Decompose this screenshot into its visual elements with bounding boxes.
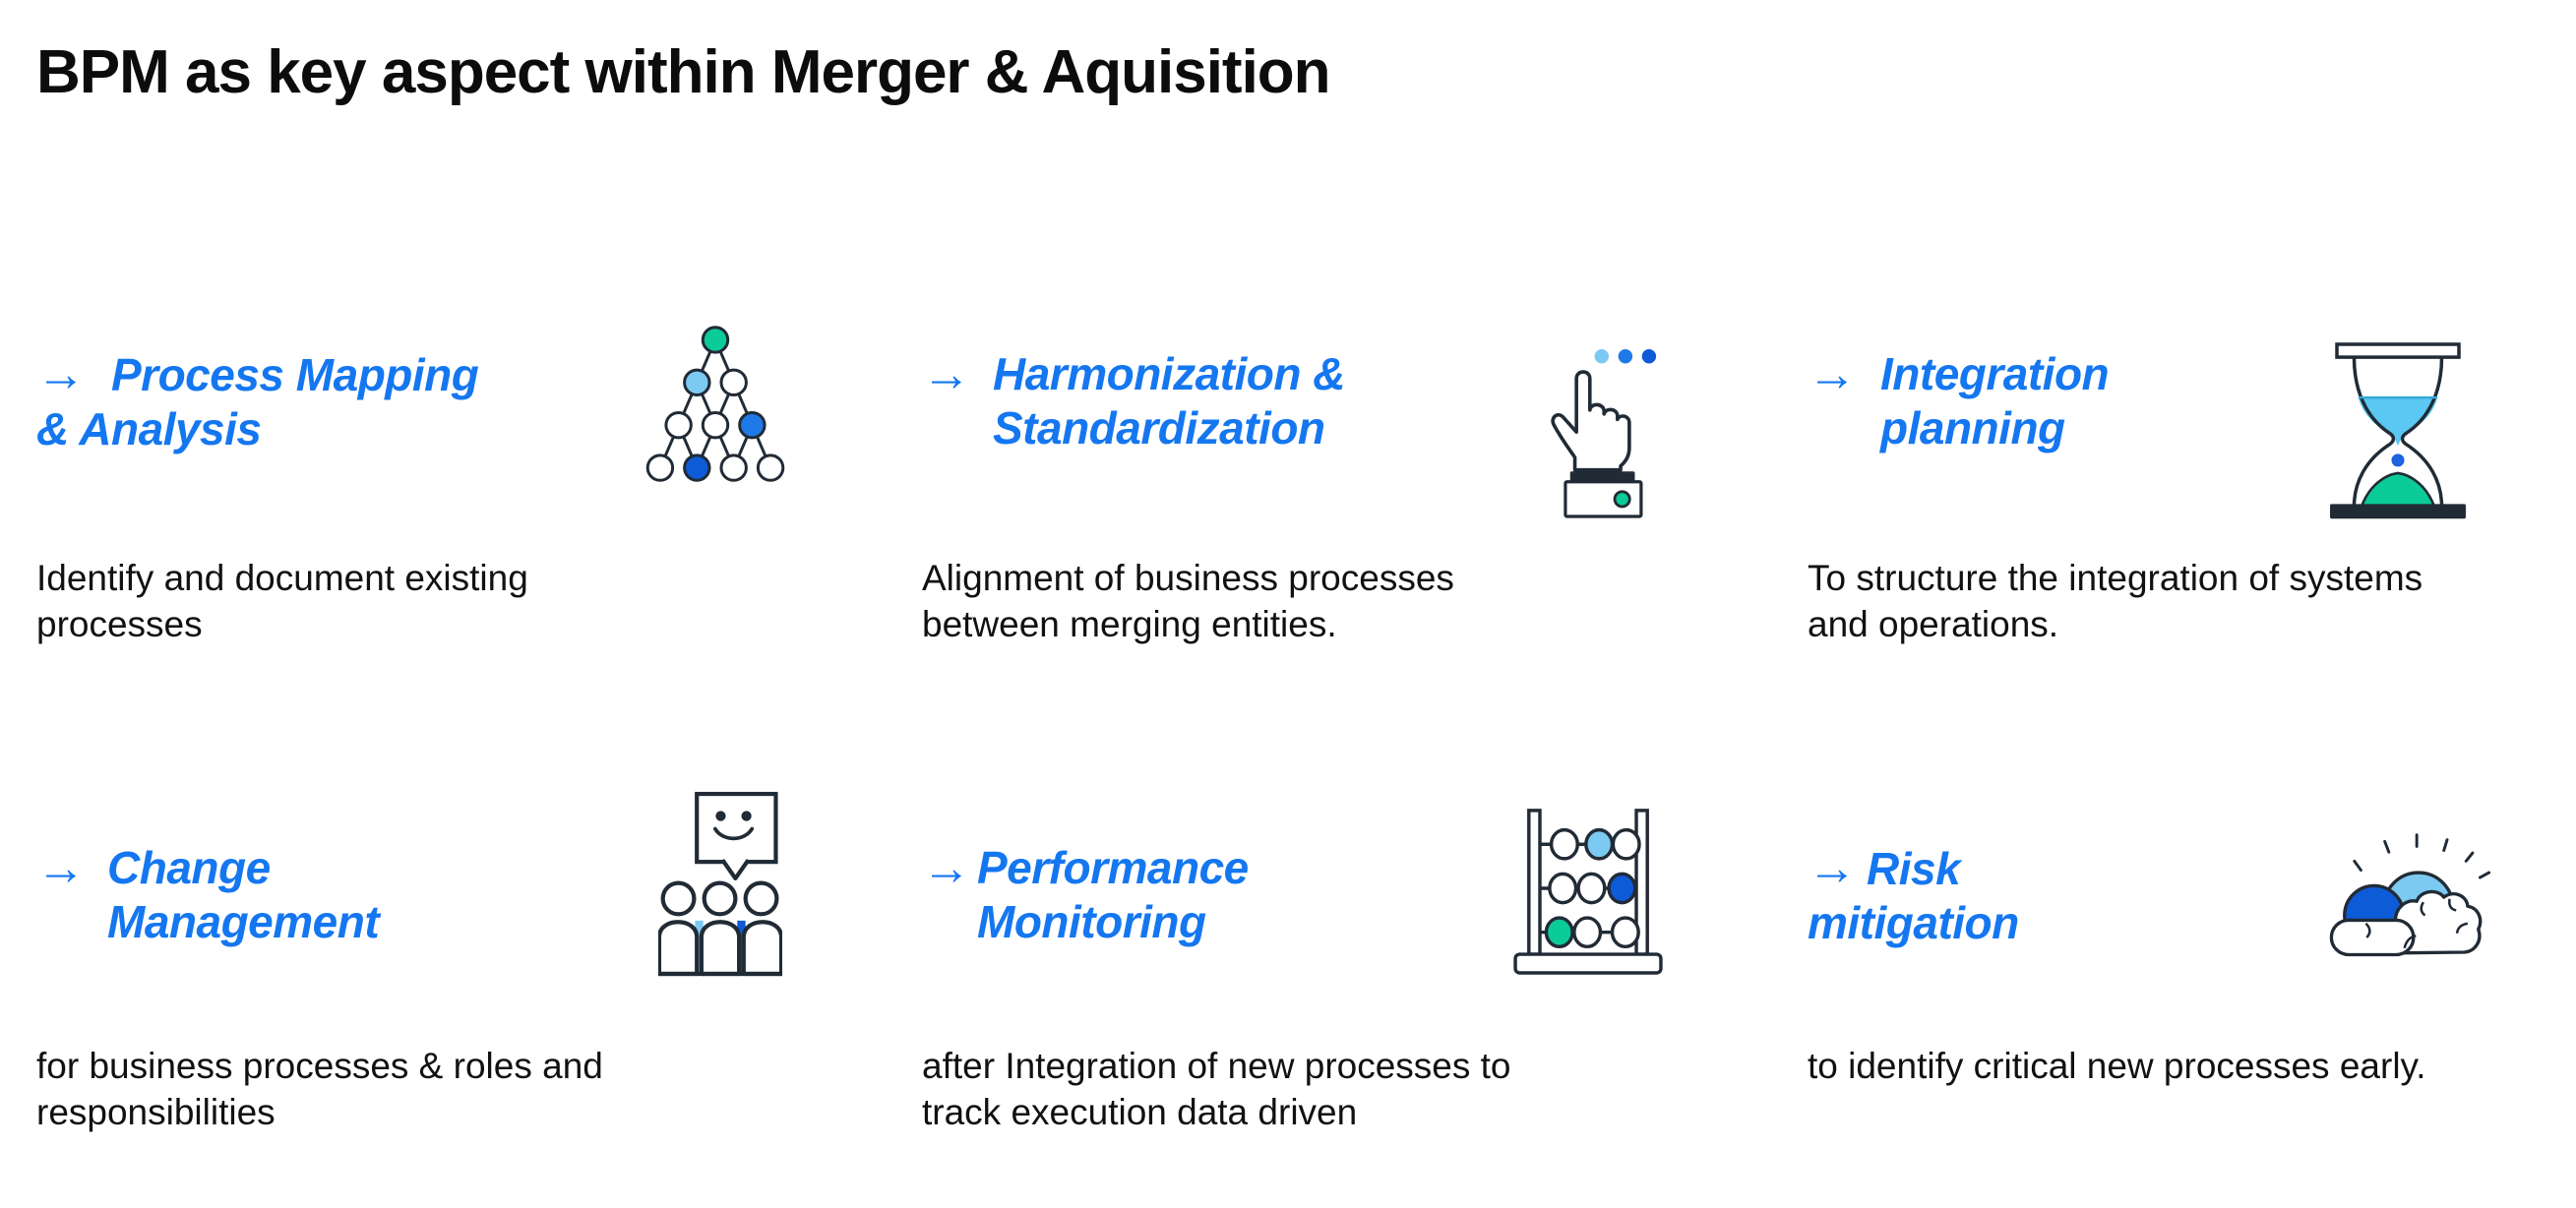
feature-description: Alignment of business processes between … <box>922 558 1454 645</box>
abacus-icon <box>1503 804 1673 984</box>
feature-description: To structure the integration of systems … <box>1808 558 2423 645</box>
feature-description: to identify critical new processes early… <box>1808 1046 2426 1087</box>
feature-heading-block: → Integration planning <box>1808 322 2340 454</box>
feature-heading-block: →Process Mapping & Analysis <box>36 322 715 455</box>
feature-description: for business processes & roles and respo… <box>36 1046 603 1133</box>
feature-description: after Integration of new processes to tr… <box>922 1046 1511 1133</box>
feature-heading-block: →Performance Monitoring <box>922 786 1601 948</box>
feature-header-row-2: → Change Management <box>36 786 2546 983</box>
pointing-hand-icon <box>1529 337 1673 525</box>
cloud-sun-icon <box>2326 823 2499 962</box>
feature-process-mapping: →Process Mapping & Analysis <box>36 322 922 514</box>
arrow-icon: → <box>36 346 86 402</box>
feature-heading: Performance Monitoring <box>977 842 1249 947</box>
feature-harmonization: → Harmonization & Standardization <box>922 322 1808 518</box>
feature-heading-block: → Change Management <box>36 786 715 948</box>
arrow-icon: → <box>922 840 971 896</box>
feature-performance-monitoring: →Performance Monitoring <box>922 786 1808 983</box>
arrow-icon: → <box>1808 840 1857 896</box>
feature-description-row-1: Identify and document existing processes… <box>36 556 2546 648</box>
feature-heading: Process Mapping & Analysis <box>36 349 479 454</box>
feature-heading: Change Management <box>107 842 380 947</box>
arrow-icon: → <box>1808 346 1857 402</box>
feature-heading-block: → Harmonization & Standardization <box>922 322 1601 454</box>
feature-description: Identify and document existing processes <box>36 558 528 645</box>
feature-heading-block: →Risk mitigation <box>1808 786 2340 949</box>
org-tree-icon <box>642 324 789 489</box>
feature-heading: Risk mitigation <box>1808 843 2019 948</box>
slide: BPM as key aspect within Merger & Aquisi… <box>36 38 2546 1136</box>
feature-change-management: → Change Management <box>36 786 922 983</box>
feature-heading: Integration planning <box>1880 348 2110 453</box>
feature-heading: Harmonization & Standardization <box>993 348 1345 453</box>
feature-risk-mitigation: →Risk mitigation <box>1808 786 2546 983</box>
hourglass-icon <box>2316 337 2480 525</box>
speech-bubble-people-icon <box>656 790 784 984</box>
feature-description-row-2: for business processes & roles and respo… <box>36 1044 2546 1136</box>
page-title: BPM as key aspect within Merger & Aquisi… <box>36 38 1331 106</box>
feature-integration-planning: → Integration planning <box>1808 322 2546 519</box>
arrow-icon: → <box>36 840 86 896</box>
arrow-icon: → <box>922 346 971 402</box>
feature-header-row-1: →Process Mapping & Analysis <box>36 322 2546 519</box>
